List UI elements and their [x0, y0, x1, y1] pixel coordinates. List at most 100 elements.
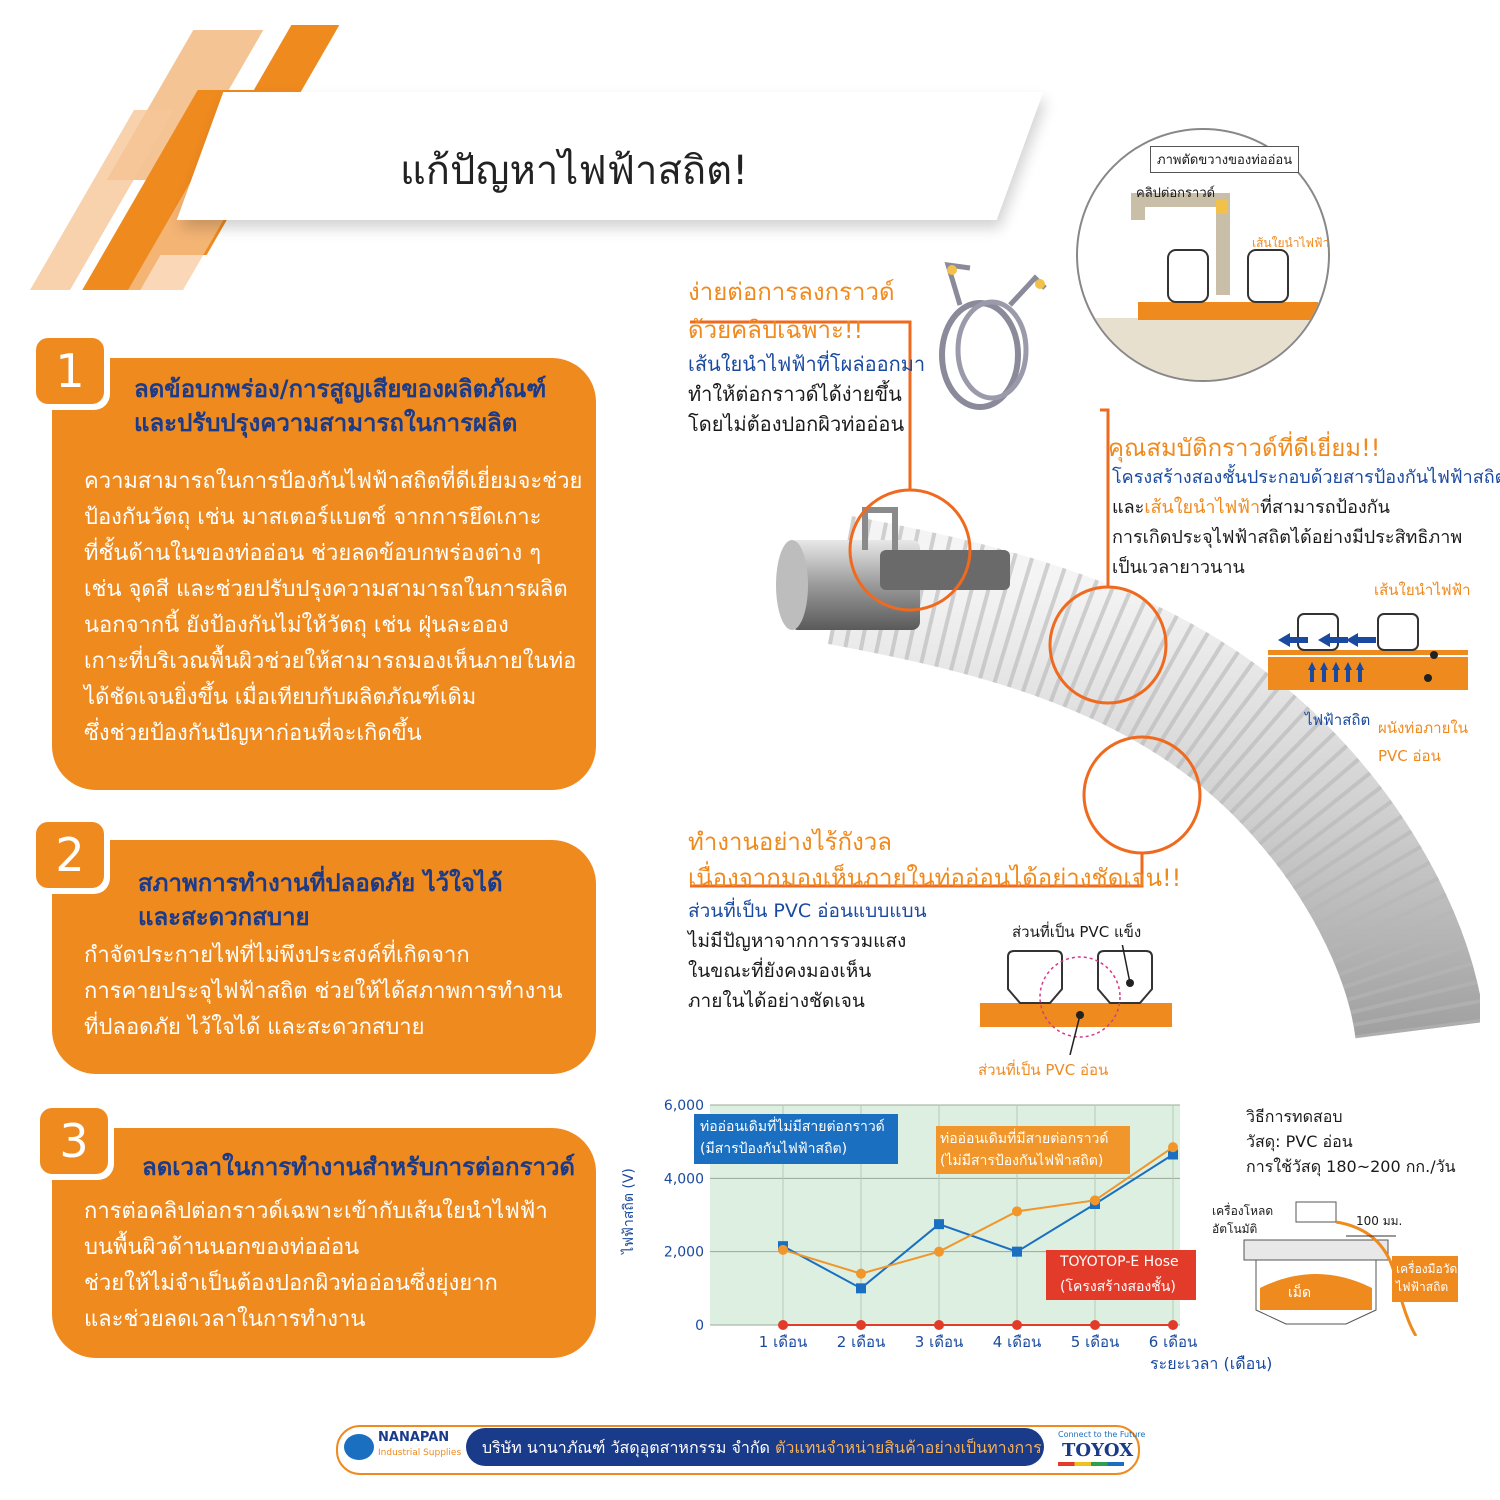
test-loader-2: อัตโนมัติ — [1212, 1222, 1258, 1236]
card-2-body-line: ที่ปลอดภัย ไว้ใจได้ และสะดวกสบาย — [84, 1015, 425, 1040]
clip-title-1: ง่ายต่อการลงกราวด์ — [688, 278, 895, 306]
card-1-body-line: ซึ่งช่วยป้องกันปัญหาก่อนที่จะเกิดขึ้น — [84, 721, 422, 746]
card-2-number-text: 2 — [55, 828, 85, 882]
grounding-inner-1: ผนังท่อภายใน — [1378, 719, 1468, 737]
legend-orange-line-1: ท่ออ่อนเดิมที่มีสายต่อกราวด์ — [940, 1131, 1109, 1147]
y-tick-label: 2,000 — [664, 1245, 704, 1261]
legend-red-box — [1046, 1250, 1196, 1300]
visibility-title-2: เนื่องจากมองเห็นภายในท่ออ่อนได้อย่างชัดเ… — [688, 864, 1182, 892]
visibility-line-3: ในขณะที่ยังคงมองเห็น — [688, 960, 872, 982]
legend-blue-line-2: (มีสารป้องกันไฟฟ้าสถิต) — [700, 1141, 848, 1157]
test-distance: 100 มม. — [1356, 1214, 1403, 1228]
test-meter-box — [1392, 1256, 1458, 1302]
pvc-hard-label: ส่วนที่เป็น PVC แข็ง — [1012, 923, 1142, 941]
card-3-body-line: บนพื้นผิวด้านนอกของท่ออ่อน — [84, 1235, 360, 1260]
card-3-heading: ลดเวลาในการทำงานสำหรับการต่อกราวด์ — [142, 1150, 575, 1184]
pvc-diagram — [980, 945, 1172, 1055]
data-point — [1090, 1195, 1100, 1206]
card-1-heading: ลดข้อบกพร่อง/การสูญเสียของผลิตภัณฑ์ และป… — [134, 372, 546, 440]
footer-brand: NANAPAN — [378, 1430, 450, 1445]
legend-orange-box — [936, 1126, 1130, 1174]
card-3-body: การต่อคลิปต่อกราวด์เฉพาะเข้ากับเส้นใยนำไ… — [84, 1194, 548, 1338]
feature-card-1: ลดข้อบกพร่อง/การสูญเสียของผลิตภัณฑ์ และป… — [52, 358, 596, 790]
legend-blue-box — [694, 1114, 898, 1164]
card-3-body-line: ช่วยให้ไม่จำเป็นต้องปอกผิวท่ออ่อนซึ่งยุ่… — [84, 1271, 498, 1296]
visibility-line-2: ไม่มีปัญหาจากการรวมแสง — [688, 930, 907, 952]
test-usage: การใช้วัสดุ 180~200 กก./วัน — [1246, 1157, 1456, 1176]
hose-illustration — [690, 261, 1480, 1040]
data-point — [1012, 1206, 1022, 1217]
card-3-heading-line: ลดเวลาในการทำงานสำหรับการต่อกราวด์ — [142, 1153, 576, 1181]
card-2-body-line: กำจัดประกายไฟที่ไม่พึงประสงค์ที่เกิดจาก — [84, 943, 470, 968]
page-title: แก้ปัญหาไฟฟ้าสถิต! — [400, 148, 749, 194]
card-1-body-line: ความสามารถในการป้องกันไฟฟ้าสถิตที่ดีเยี่… — [84, 469, 583, 494]
grounding-line-3: การเกิดประจุไฟฟ้าสถิตได้อย่างมีประสิทธิภ… — [1112, 527, 1463, 548]
test-setup-diagram — [1243, 1201, 1418, 1336]
x-tick-label: 5 เดือน — [1071, 1333, 1119, 1351]
data-point — [1090, 1320, 1100, 1330]
clip-title-2: ด้วยคลิปเฉพาะ!! — [688, 316, 864, 344]
card-1-number-text: 1 — [55, 344, 85, 398]
grounding-line-2: และเส้นใยนำไฟฟ้าที่สามารถป้องกัน — [1112, 492, 1390, 521]
visibility-line-4: ภายในได้อย่างชัดเจน — [688, 990, 865, 1012]
data-point — [1012, 1320, 1022, 1330]
toyox-color-bar — [1058, 1462, 1124, 1466]
card-1-body: ความสามารถในการป้องกันไฟฟ้าสถิตที่ดีเยี่… — [84, 464, 582, 752]
series-line — [782, 1153, 1174, 1290]
card-1-heading-line: และปรับปรุงความสามารถในการผลิต — [134, 409, 518, 437]
x-tick-label: 1 เดือน — [759, 1333, 807, 1351]
clip-line-3: โดยไม่ต้องปอกผิวท่ออ่อน — [688, 412, 905, 436]
grounding-static: ไฟฟ้าสถิต — [1305, 711, 1371, 729]
cross-section-fiber: เส้นใยนำไฟฟ้า — [1252, 236, 1330, 250]
card-2-heading-line: สภาพการทำงานที่ปลอดภัย ไว้ใจได้ — [138, 869, 503, 897]
toyox-tagline: Connect to the Future — [1058, 1430, 1146, 1439]
y-tick-label: 0 — [695, 1318, 704, 1334]
footer-text-b: ตัวแทนจำหน่ายสินค้าอย่างเป็นทางการ — [775, 1438, 1042, 1457]
card-1-body-line: ที่ชั้นด้านในของท่ออ่อน ช่วยลดข้อบกพร่อง… — [84, 541, 542, 566]
data-point — [856, 1283, 866, 1294]
data-point — [1168, 1142, 1178, 1153]
data-point — [778, 1320, 788, 1330]
footer-text-pill — [466, 1428, 1044, 1466]
grounding-fiber: เส้นใยนำไฟฟ้า — [1374, 581, 1471, 599]
legend-red-line-1: TOYOTOP-E Hose — [1060, 1254, 1179, 1270]
clip-line-2: ทำให้ต่อกราวด์ได้ง่ายขึ้น — [688, 382, 902, 406]
data-point — [1012, 1246, 1022, 1257]
grounding-title: คุณสมบัติกราวด์ที่ดีเยี่ยม!! — [1108, 434, 1381, 462]
test-meter-1: เครื่องมือวัด — [1396, 1262, 1458, 1276]
x-tick-label: 2 เดือน — [837, 1333, 885, 1351]
chart-y-label: ไฟฟ้าสถิต (V) — [620, 1168, 637, 1254]
data-point — [1168, 1149, 1178, 1160]
clip-line-1: เส้นใยนำไฟฟ้าที่โผล่ออกมา — [688, 352, 926, 376]
card-2-number: 2 — [36, 822, 104, 888]
pvc-soft-label: ส่วนที่เป็น PVC อ่อน — [978, 1061, 1109, 1079]
card-3-number-text: 3 — [59, 1114, 89, 1168]
test-loader-1: เครื่องโหลด — [1212, 1204, 1274, 1218]
data-point — [934, 1320, 944, 1330]
grounding-line-4: เป็นเวลายาวนาน — [1112, 557, 1245, 578]
grounding-line-2a: และ — [1112, 497, 1145, 518]
data-point — [934, 1219, 944, 1230]
footer-brand-sub: Industrial Supplies — [378, 1448, 462, 1458]
series-line — [782, 1146, 1174, 1275]
grounding-line-2b: เส้นใยนำไฟฟ้า — [1144, 497, 1261, 518]
card-2-heading: สภาพการทำงานที่ปลอดภัย ไว้ใจได้ และสะดวก… — [138, 866, 503, 934]
footer-text-a: บริษัท นานาภัณฑ์ วัสดุอุตสาหกรรม จำกัด — [482, 1438, 770, 1457]
card-1-body-line: เกาะที่บริเวณพื้นผิวช่วยให้สามารถมองเห็น… — [84, 649, 577, 674]
visibility-title-1: ทำงานอย่างไร้กังวล — [688, 828, 892, 856]
x-tick-label: 6 เดือน — [1149, 1333, 1197, 1351]
grounding-line-1: โครงสร้างสองชั้นประกอบด้วยสารป้องกันไฟฟ้… — [1112, 467, 1500, 488]
card-1-number: 1 — [36, 338, 104, 404]
data-point — [1168, 1320, 1178, 1330]
card-1-body-line: นอกจากนี้ ยังป้องกันไม่ให้วัตถุ เช่น ฝุ่… — [84, 613, 509, 638]
cross-section-label: ภาพตัดขวางของท่ออ่อน — [1150, 146, 1300, 173]
data-point — [778, 1244, 788, 1255]
test-material: วัสดุ: PVC อ่อน — [1246, 1132, 1353, 1151]
card-1-heading-line: ลดข้อบกพร่อง/การสูญเสียของผลิตภัณฑ์ — [134, 375, 547, 403]
card-1-body-line: เช่น จุดสี และช่วยปรับปรุงความสามารถในกา… — [84, 577, 568, 602]
test-pellet: เม็ด — [1288, 1285, 1312, 1301]
grounding-diagram — [1268, 613, 1468, 690]
footer-text: บริษัท นานาภัณฑ์ วัสดุอุตสาหกรรม จำกัด ต… — [482, 1436, 1042, 1461]
card-3-body-line: และช่วยลดเวลาในการทำงาน — [84, 1307, 366, 1332]
card-1-body-line: ได้ชัดเจนยิ่งขึ้น เมื่อเทียบกับผลิตภัณฑ์… — [84, 685, 477, 710]
